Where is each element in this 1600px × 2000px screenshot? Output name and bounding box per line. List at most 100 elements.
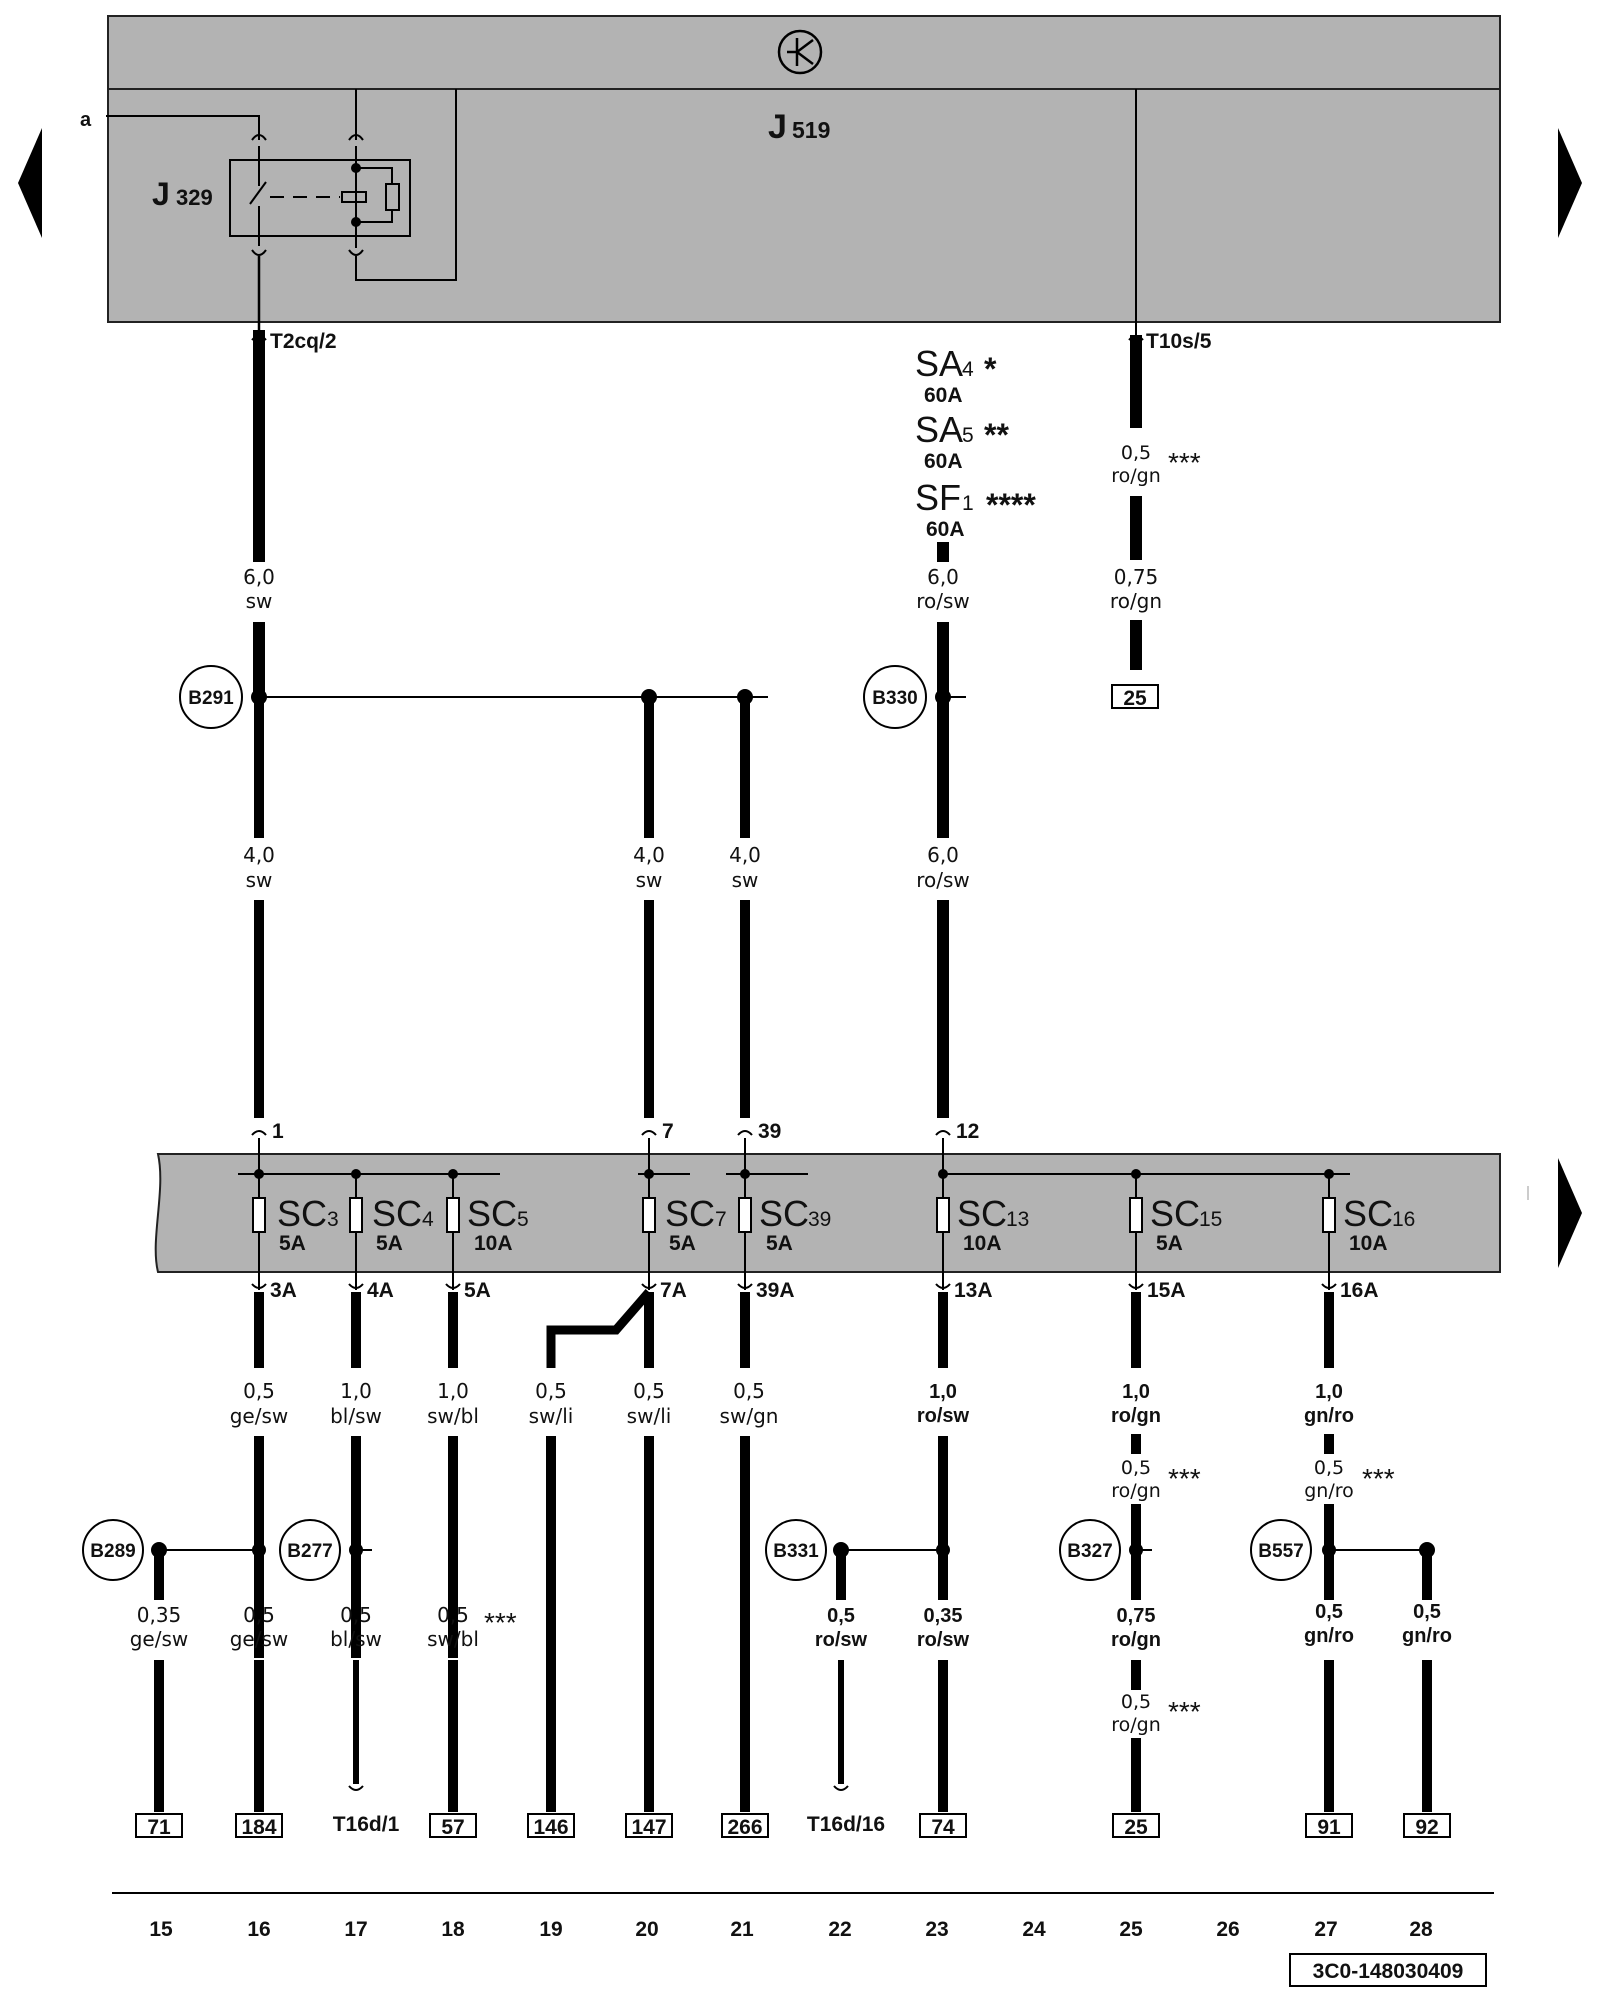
nav-next-arrow-lower-icon[interactable] <box>1558 1158 1582 1268</box>
wire-gauge: 0,5 <box>1121 1691 1151 1713</box>
track-number: 25 <box>1119 1918 1143 1941</box>
j329-sub: 329 <box>176 185 213 210</box>
fuse-sa4-rating: 60A <box>924 384 963 407</box>
fuse-sc16-sub: 16 <box>1392 1208 1415 1231</box>
fuse-sa5-sub: 5 <box>962 424 974 447</box>
splice-b289[interactable] <box>82 1519 144 1581</box>
fuse-sc7-name: SC <box>665 1193 715 1234</box>
splice-b557[interactable] <box>1250 1519 1312 1581</box>
wire-gauge: 0,5 <box>437 1603 469 1627</box>
fuse-sc7-rating: 5A <box>669 1232 696 1255</box>
ref-184[interactable]: 184 <box>235 1813 283 1839</box>
j519-sub: 519 <box>792 117 830 143</box>
wire-gauge: 1,0 <box>437 1379 469 1403</box>
wire-gauge: 0,75 <box>1114 565 1159 589</box>
wire-gauge: 1,0 <box>1315 1381 1343 1403</box>
track-number: 24 <box>1022 1918 1046 1941</box>
nav-prev-arrow-icon[interactable] <box>18 128 42 238</box>
splice-b331[interactable] <box>765 1519 827 1581</box>
fuse-sa4-mark: * <box>984 351 997 387</box>
ref-146[interactable]: 146 <box>527 1813 575 1839</box>
splice-b330-label: B330 <box>872 688 917 709</box>
wire-color: ro/gn <box>1111 1405 1161 1427</box>
wire-color: bl/sw <box>330 1627 382 1651</box>
wire-color: ro/sw <box>917 1629 970 1651</box>
connector-t10s-5: T10s/5 <box>1146 330 1212 353</box>
fuse-sc3: SC 3 5A <box>252 1169 339 1290</box>
wire-gauge: 0,5 <box>827 1605 855 1627</box>
pin-5a: 5A <box>464 1279 491 1302</box>
track-number: 22 <box>828 1918 851 1941</box>
fuse-sc3-name: SC <box>277 1193 327 1234</box>
ref-147-text: 147 <box>631 1816 666 1839</box>
track-number: 18 <box>441 1918 465 1941</box>
fuse-sa4: SA <box>915 343 963 384</box>
ref-71[interactable]: 71 <box>135 1813 183 1839</box>
fuse-sa4-sub: 4 <box>962 358 974 381</box>
doc-code-box <box>1289 1953 1487 1987</box>
pin-1: 1 <box>272 1120 284 1143</box>
splice-b291[interactable] <box>179 665 243 729</box>
wire-color: gn/ro <box>1304 1405 1354 1427</box>
pin-39: 39 <box>758 1120 781 1143</box>
fuse-sc3-sub: 3 <box>327 1208 339 1231</box>
track-number: 27 <box>1314 1918 1337 1941</box>
fuse-sc39-rating: 5A <box>766 1232 793 1255</box>
fuse-sc4: SC 4 5A <box>349 1169 434 1290</box>
wire-color: sw/bl <box>427 1404 479 1428</box>
ref-91[interactable]: 91 <box>1305 1813 1353 1839</box>
pin-3a: 3A <box>270 1279 297 1302</box>
wire-gauge: 0,5 <box>733 1379 765 1403</box>
ref-25-text: 25 <box>1124 1816 1148 1839</box>
splice-b330[interactable] <box>863 665 927 729</box>
ref-box[interactable] <box>1111 684 1159 709</box>
wire-color: ge/sw <box>130 1627 189 1651</box>
fuse-carrier-sc <box>154 1153 1501 1273</box>
track-number: 28 <box>1409 1918 1433 1941</box>
wire-color: sw <box>732 868 759 892</box>
pin-7a: 7A <box>660 1279 687 1302</box>
splice-b277[interactable] <box>279 1519 341 1581</box>
splice-b289-label: B289 <box>90 1541 135 1562</box>
j329-label: J <box>152 176 170 212</box>
stars: *** <box>1168 447 1201 478</box>
wire-gauge: 4,0 <box>243 843 275 867</box>
track-number: 21 <box>730 1918 754 1941</box>
fuse-sc4-sub: 4 <box>422 1208 434 1231</box>
wire-color: ro/gn <box>1111 1480 1161 1502</box>
track-number: 16 <box>247 1918 270 1941</box>
ref-147[interactable]: 147 <box>625 1813 673 1839</box>
fuse-sc39-sub: 39 <box>808 1208 831 1231</box>
wire-color: gn/ro <box>1304 1625 1354 1647</box>
wire-gauge: 4,0 <box>633 843 665 867</box>
ref-57[interactable]: 57 <box>429 1813 477 1839</box>
nav-next-arrow-icon[interactable] <box>1558 128 1582 238</box>
track-number: 26 <box>1216 1918 1239 1941</box>
wire-color: ge/sw <box>230 1627 289 1651</box>
ref-25[interactable]: 25 <box>1112 1813 1160 1839</box>
fuse-sc5-rating: 10A <box>474 1232 513 1255</box>
j519-module <box>107 15 1501 323</box>
pin-12: 12 <box>956 1120 979 1143</box>
track-numbers: 15 16 17 18 19 20 21 22 23 24 25 26 27 2… <box>149 1918 1433 1941</box>
wire-color: ge/sw <box>230 1404 289 1428</box>
pin-16a: 16A <box>1340 1279 1379 1302</box>
fuse-sc15: SC 15 5A <box>1129 1169 1222 1290</box>
wire-color: ro/gn <box>1110 589 1162 613</box>
ref-25-top[interactable]: 25 <box>1123 687 1147 710</box>
track-number: 23 <box>925 1918 948 1941</box>
fuse-sc13-sub: 13 <box>1006 1208 1029 1231</box>
wire-gauge: 0,5 <box>535 1379 567 1403</box>
wire-gauge: 0,5 <box>633 1379 665 1403</box>
stars: *** <box>1168 1463 1201 1494</box>
splice-b327[interactable] <box>1059 1519 1121 1581</box>
wire-gauge: 0,35 <box>137 1603 182 1627</box>
wire-color: sw <box>246 589 273 613</box>
ref-92[interactable]: 92 <box>1403 1813 1451 1839</box>
wire-color: gn/ro <box>1304 1480 1354 1502</box>
ref-266[interactable]: 266 <box>721 1813 769 1839</box>
wire-color: ro/sw <box>917 1405 970 1427</box>
ref-91-text: 91 <box>1317 1816 1341 1839</box>
ref-74[interactable]: 74 <box>919 1813 967 1839</box>
fuse-sa5-mark: ** <box>984 417 1009 453</box>
